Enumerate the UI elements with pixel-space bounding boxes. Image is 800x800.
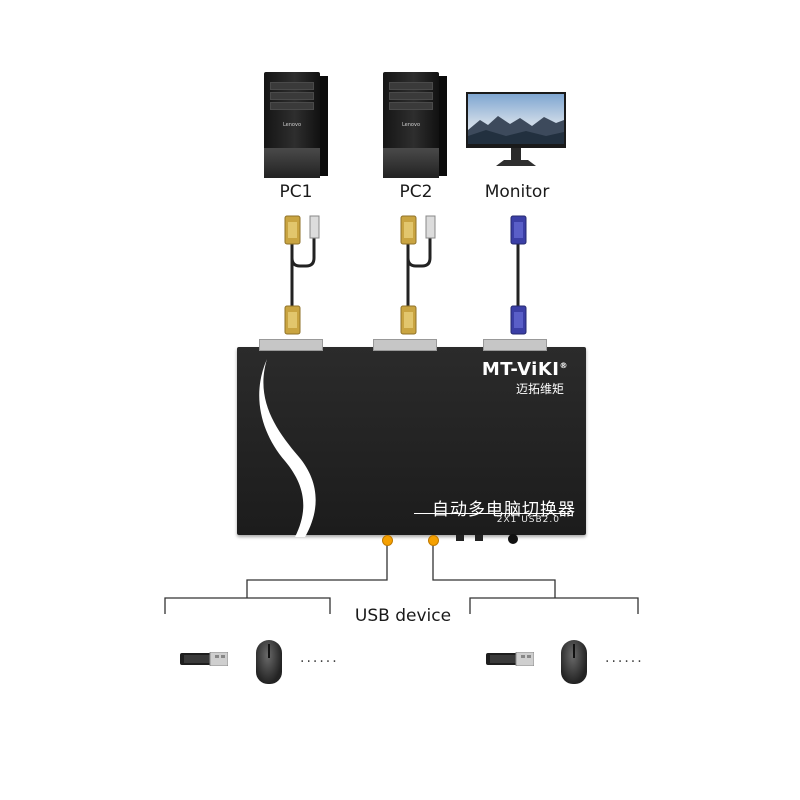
product-subtitle: 2X1 USB2.0 [497,515,560,525]
registered-mark: ® [560,361,569,370]
brand-logo: MT-ViKI® [482,359,568,380]
led-indicator [456,535,464,541]
more-devices-ellipsis: ...... [605,650,644,666]
swoosh-logo-icon [255,359,335,537]
usb-device-label: USB device [348,606,458,626]
led-indicator [475,535,483,541]
kvm-switch-box: MT-ViKI® 迈拓维矩 自动多电脑切换器 2X1 USB2.0 [237,347,586,535]
usb-flash-drive-icon [180,652,228,666]
monitor-vga-cable-icon [511,216,526,334]
usb-connection-lines [165,542,638,614]
usb-flash-drive-icon [486,652,534,666]
vga-port [483,339,547,351]
mouse-icon [256,640,282,684]
mouse-wheel [268,644,270,658]
vga-port [373,339,437,351]
usb-port-1-marker [382,535,393,546]
mouse-icon [561,640,587,684]
switch-button [508,534,518,544]
usb-port-2-marker [428,535,439,546]
more-devices-ellipsis: ...... [300,650,339,666]
pc2-kvm-cable-icon [401,216,435,334]
pc1-kvm-cable-icon [285,216,319,334]
mouse-wheel [573,644,575,658]
brand-logo-cn: 迈拓维矩 [516,380,564,397]
vga-port [259,339,323,351]
brand-logo-text: MT-ViKI [482,359,560,380]
